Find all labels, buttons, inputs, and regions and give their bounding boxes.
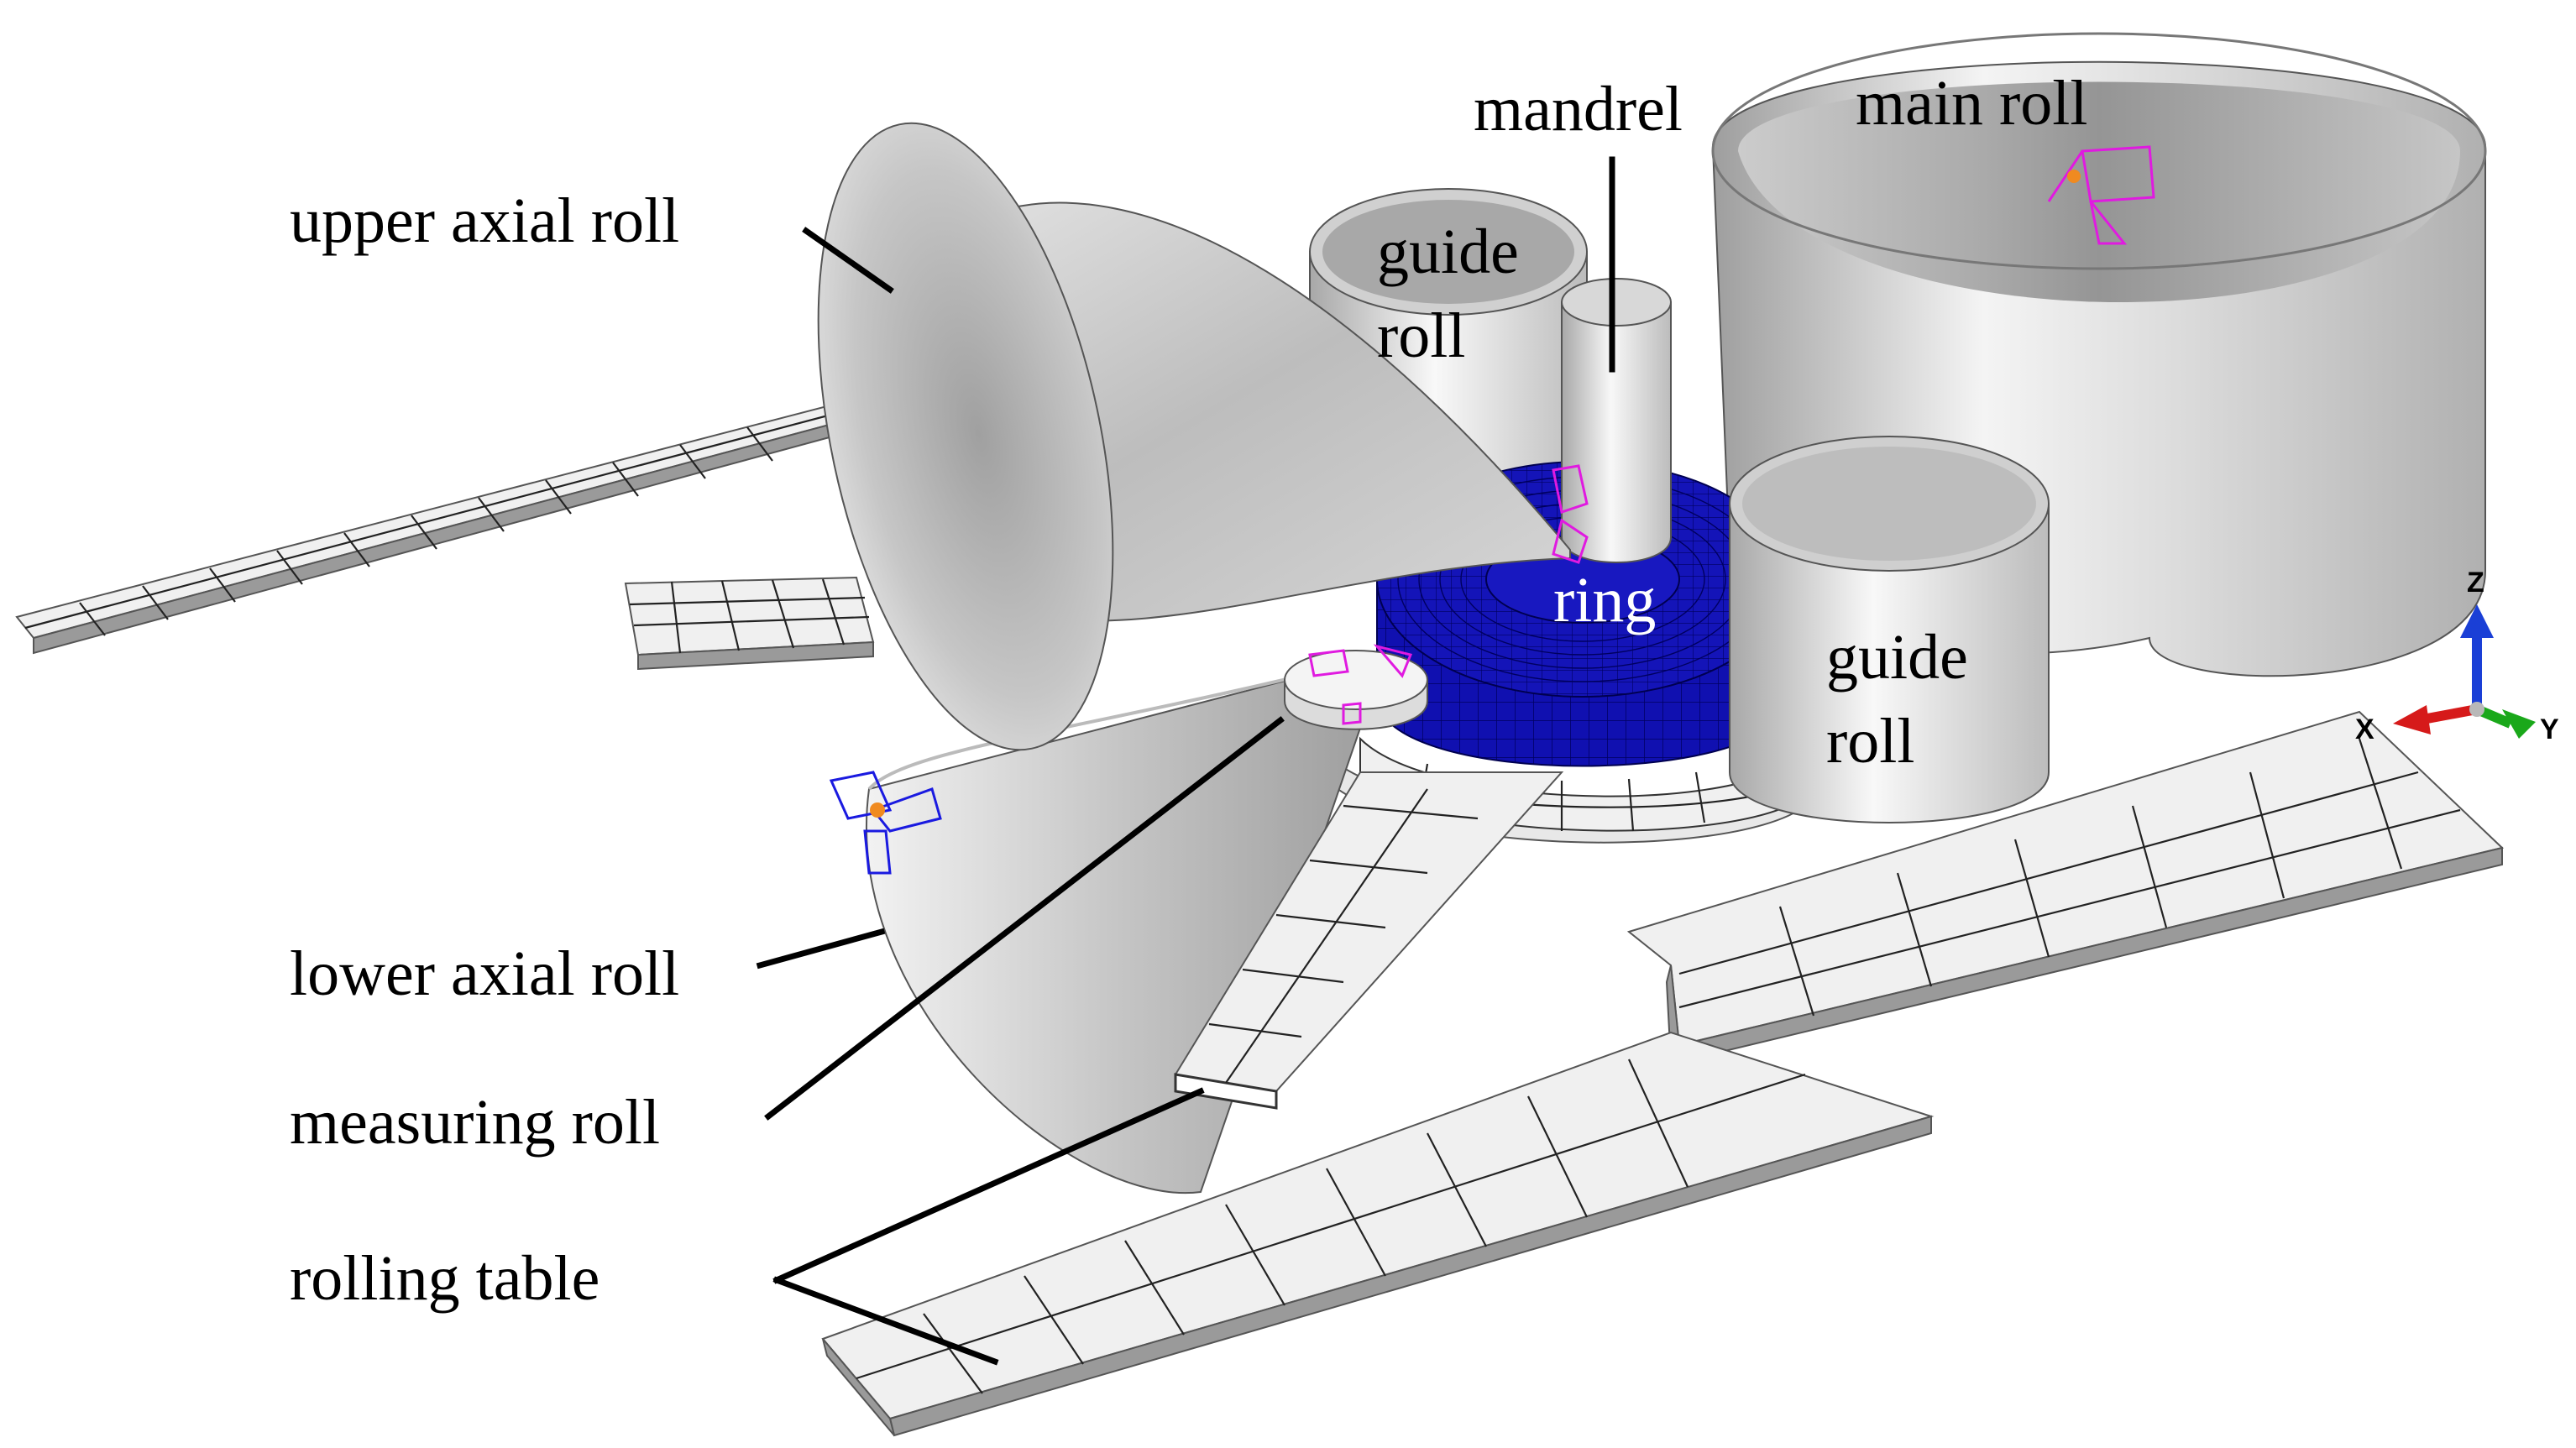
lower-axial-roll: [866, 653, 1387, 1194]
label-measuring-roll: measuring roll: [290, 1087, 660, 1158]
mandrel: [1561, 278, 1672, 563]
rolling-table-diagonal: [1174, 771, 1564, 1110]
rolling-table-left: [15, 401, 850, 655]
label-guide-roll-top-1: guide: [1377, 217, 1519, 287]
label-guide-roll-right-2: roll: [1826, 706, 1915, 776]
reference-point-measuring-roll: [1308, 644, 1413, 725]
measuring-roll: [1284, 650, 1428, 730]
rolling-table-front: [821, 1031, 1935, 1437]
axis-x-label: X: [2355, 714, 2374, 745]
leader-rolling-table-upper: [772, 1087, 1205, 1284]
reference-point-main-roll: [2047, 145, 2155, 245]
axis-triad: Z X Y: [2355, 567, 2559, 745]
leader-lower-axial-roll: [756, 928, 886, 970]
reference-point-upper-roll: [1552, 464, 1589, 564]
leader-lines: [756, 156, 1615, 1366]
leader-rolling-table-lower: [772, 1276, 999, 1366]
label-mandrel: mandrel: [1474, 74, 1683, 144]
leader-measuring-roll: [764, 716, 1285, 1121]
guide-roll-right: [1729, 436, 2050, 823]
reference-point-lower-roll: [829, 771, 942, 875]
axis-z-label: Z: [2467, 567, 2484, 599]
leader-upper-axial-roll: [802, 227, 894, 294]
upper-axial-roll: [817, 122, 1571, 751]
rolling-table-right: [1626, 710, 2505, 1065]
rolling-table-left-stub: [624, 576, 875, 671]
label-ring: ring: [1553, 565, 1656, 635]
label-guide-roll-right-1: guide: [1826, 622, 1968, 693]
label-rolling-table: rolling table: [290, 1243, 599, 1314]
axis-y-label: Y: [2540, 714, 2559, 745]
label-main-roll: main roll: [1856, 68, 2088, 139]
label-lower-axial-roll: lower axial roll: [290, 938, 679, 1009]
label-upper-axial-roll: upper axial roll: [290, 186, 679, 256]
label-guide-roll-top-2: roll: [1377, 301, 1466, 371]
